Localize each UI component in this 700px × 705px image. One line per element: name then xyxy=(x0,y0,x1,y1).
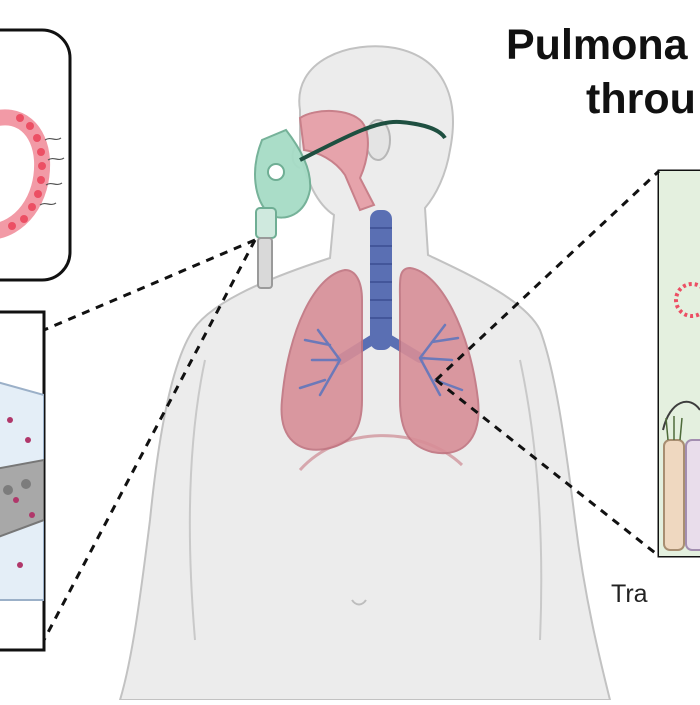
airway-epithelium-panel xyxy=(657,169,700,558)
dashed-connectors xyxy=(42,169,661,641)
mask-tube xyxy=(257,237,273,289)
liposome-panel xyxy=(0,28,72,282)
upper-airway xyxy=(298,109,376,212)
right-arm-line xyxy=(519,359,543,641)
oxygen-mask xyxy=(254,119,447,289)
title-line-2: throu xyxy=(586,75,696,123)
bronchial-tree xyxy=(298,323,464,397)
mask-connector xyxy=(255,207,277,239)
nebulizer-panel xyxy=(0,310,46,652)
mask-strap xyxy=(299,119,447,162)
human-torso-figure xyxy=(118,45,612,701)
title-line-1: Pulmona xyxy=(506,21,688,69)
body-silhouette xyxy=(118,45,612,701)
right-lung xyxy=(398,266,480,455)
panel-caption: Tra xyxy=(611,580,648,608)
lungs xyxy=(280,266,480,455)
liposome xyxy=(0,109,65,239)
left-arm-line xyxy=(188,359,206,641)
navel xyxy=(351,599,367,606)
